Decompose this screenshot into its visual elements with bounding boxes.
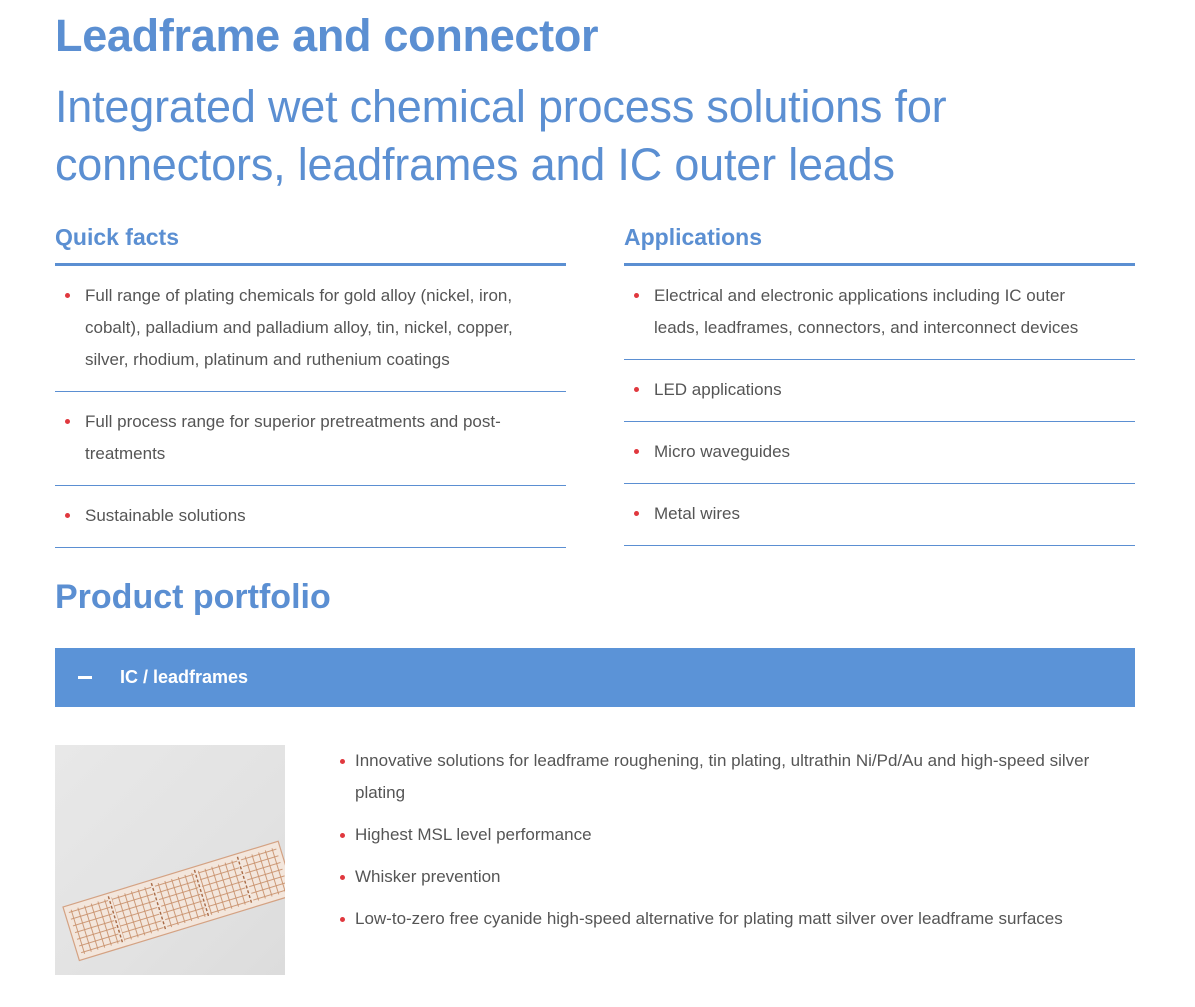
list-item: Full range of plating chemicals for gold… [55,266,566,392]
list-item: Metal wires [624,484,1135,546]
list-item-text: Sustainable solutions [85,506,246,525]
page-subtitle: Integrated wet chemical process solution… [55,81,947,190]
list-item-text: LED applications [654,380,782,399]
list-item: Whisker prevention [340,861,1130,893]
applications-heading: Applications [624,224,1135,266]
bullet-icon [340,833,345,838]
list-item: Low-to-zero free cyanide high-speed alte… [340,903,1130,935]
page-title: Leadframe and connector [55,10,599,61]
list-item-text: Full process range for superior pretreat… [85,412,501,463]
bullet-icon [340,875,345,880]
list-item-text: Innovative solutions for leadframe rough… [355,751,1090,802]
bullet-icon [634,387,639,392]
list-item: Highest MSL level performance [340,819,1130,851]
leadframe-illustration [62,840,285,962]
minus-icon [78,676,92,679]
bullet-icon [65,513,70,518]
accordion-label: IC / leadframes [120,667,249,687]
product-feature-list: Innovative solutions for leadframe rough… [340,745,1130,945]
quick-facts-section: Quick facts Full range of plating chemic… [55,224,566,548]
list-item-text: Highest MSL level performance [355,825,592,844]
accordion-toggle-ic-leadframes[interactable]: IC / leadframes [55,648,1135,707]
applications-list: Electrical and electronic applications i… [624,266,1135,546]
list-item: Full process range for superior pretreat… [55,392,566,486]
list-item: Electrical and electronic applications i… [624,266,1135,360]
list-item-text: Low-to-zero free cyanide high-speed alte… [355,909,1063,928]
applications-section: Applications Electrical and electronic a… [624,224,1135,546]
list-item-text: Whisker prevention [355,867,501,886]
quick-facts-heading: Quick facts [55,224,566,266]
product-portfolio-heading: Product portfolio [55,578,331,616]
bullet-icon [634,449,639,454]
quick-facts-list: Full range of plating chemicals for gold… [55,266,566,548]
bullet-icon [340,917,345,922]
bullet-icon [65,419,70,424]
bullet-icon [340,759,345,764]
bullet-icon [634,511,639,516]
list-item-text: Full range of plating chemicals for gold… [85,286,513,369]
leadframe-product-image [55,745,285,975]
list-item: LED applications [624,360,1135,422]
list-item-text: Metal wires [654,504,740,523]
list-item: Micro waveguides [624,422,1135,484]
bullet-icon [65,293,70,298]
list-item: Sustainable solutions [55,486,566,548]
list-item: Innovative solutions for leadframe rough… [340,745,1130,809]
list-item-text: Electrical and electronic applications i… [654,286,1079,337]
list-item-text: Micro waveguides [654,442,791,461]
bullet-icon [634,293,639,298]
